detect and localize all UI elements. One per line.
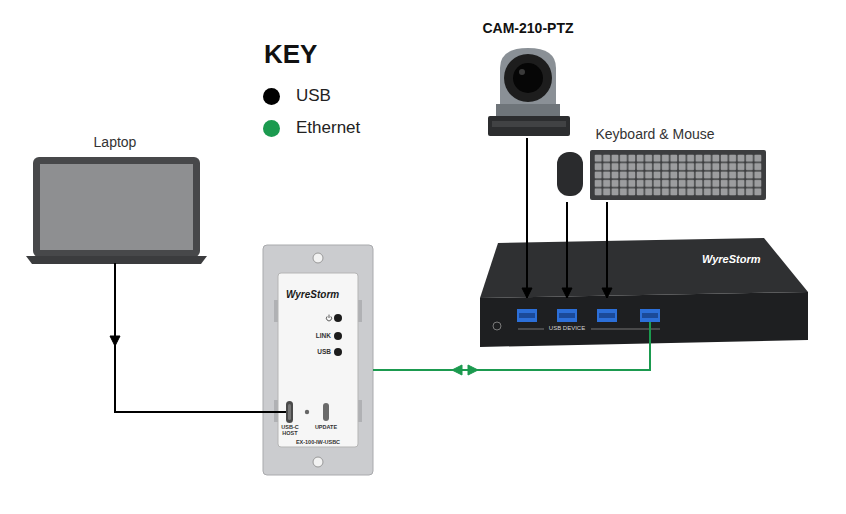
connector-line bbox=[526, 138, 528, 298]
wall-plate-illustration bbox=[263, 245, 373, 475]
connector-line bbox=[115, 263, 263, 412]
legend-heading: KEY bbox=[264, 40, 317, 70]
connector bbox=[110, 263, 263, 412]
arrowhead bbox=[110, 336, 120, 346]
port-wires bbox=[262, 322, 650, 412]
connector bbox=[522, 138, 532, 298]
connector bbox=[562, 202, 572, 298]
connector bbox=[373, 346, 650, 375]
keyboard-illustration bbox=[590, 150, 766, 200]
connector-line bbox=[566, 202, 568, 298]
node-label: Keyboard & Mouse bbox=[595, 126, 714, 142]
legend-entry: USB bbox=[263, 86, 331, 106]
led-label: USB bbox=[317, 348, 331, 355]
laptop-node: Laptop bbox=[28, 132, 206, 263]
led-label: LINK bbox=[316, 332, 331, 339]
legend-entry: Ethernet bbox=[263, 118, 360, 138]
arrowhead bbox=[468, 365, 478, 375]
port-label: UPDATE bbox=[315, 424, 337, 430]
model-number: EX-100-IW-USBC bbox=[296, 439, 340, 445]
legend-swatch bbox=[263, 120, 280, 137]
receiver-node: WyreStormUSB DEVICE bbox=[480, 298, 808, 346]
connector-line bbox=[373, 346, 650, 370]
port-group-label: USB DEVICE bbox=[549, 325, 585, 332]
arrowhead bbox=[522, 288, 532, 298]
connector bbox=[602, 202, 612, 298]
keyboard-mouse-node: Keyboard & Mouse bbox=[553, 126, 768, 202]
laptop-illustration bbox=[26, 157, 207, 264]
arrowhead bbox=[562, 288, 572, 298]
wall-plate-node: WyreStormLINK USB USB-C HOST UPDATE EX-100-I… bbox=[263, 245, 373, 475]
arrowhead bbox=[452, 365, 462, 375]
node-label: CAM-210-PTZ bbox=[482, 20, 573, 36]
connector-line bbox=[606, 202, 608, 298]
legend-label: USB bbox=[296, 86, 331, 106]
brand-logo: WyreStorm bbox=[286, 289, 339, 301]
brand-logo: WyreStorm bbox=[702, 253, 760, 266]
port-label: USB-C HOST bbox=[277, 424, 303, 437]
receiver-illustration bbox=[480, 238, 808, 347]
arrowhead bbox=[602, 288, 612, 298]
mouse-illustration bbox=[557, 152, 583, 196]
camera-node: CAM-210-PTZ bbox=[470, 16, 586, 138]
legend-swatch bbox=[263, 88, 280, 105]
legend-label: Ethernet bbox=[296, 118, 360, 138]
camera-illustration bbox=[488, 48, 570, 136]
node-label: Laptop bbox=[94, 134, 137, 150]
